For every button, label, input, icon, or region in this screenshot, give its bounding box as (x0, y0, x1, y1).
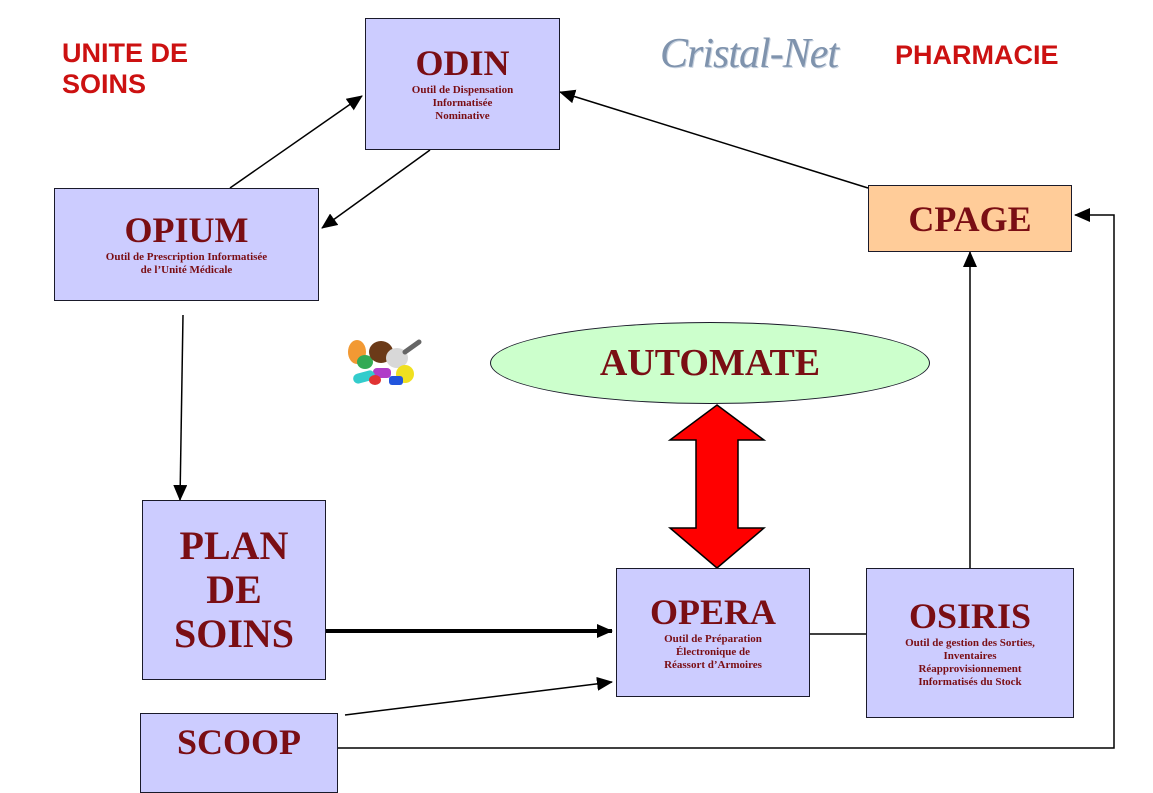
arrow-opium-to-odin (229, 95, 363, 189)
cristal-net-logo: Cristal-Net (660, 31, 839, 77)
scoop-title: SCOOP (176, 722, 301, 762)
pharmacy-label: PHARMACIE (895, 40, 1059, 70)
opium-box: OPIUM Outil de Prescription Informatisée… (54, 188, 319, 301)
arrow-scoop-to-opera (344, 676, 613, 716)
opera-title: OPERA (650, 591, 776, 632)
arrow-scoop-to-cpage (338, 208, 1115, 749)
osiris-title: OSIRIS (908, 595, 1032, 636)
cpage-box: CPAGE (868, 185, 1072, 252)
arrow-opium-to-plan (173, 314, 188, 501)
osiris-description: Outil de gestion des Sorties, Inventaire… (905, 636, 1035, 688)
double-arrow-automate-opera (667, 404, 767, 569)
osiris-box: OSIRIS Outil de gestion des Sorties, Inv… (866, 568, 1074, 718)
pills-icon (348, 339, 422, 385)
odin-description: Outil de Dispensation Informatisée Nomin… (411, 84, 514, 122)
arrow-cpage-to-odin (559, 89, 869, 189)
plan-de-soins-title: PLAN DE SOINS (173, 523, 295, 656)
automate-ellipse: AUTOMATE (490, 322, 930, 404)
opera-box: OPERA Outil de Préparation Électronique … (616, 568, 810, 697)
care-unit-label: UNITE DE SOINS (62, 38, 189, 99)
cpage-title: CPAGE (908, 198, 1032, 239)
odin-box: ODIN Outil de Dispensation Informatisée … (365, 18, 560, 150)
scoop-box: SCOOP (140, 713, 338, 793)
opium-title: OPIUM (124, 210, 249, 250)
automate-title: AUTOMATE (599, 342, 821, 384)
opium-description: Outil de Prescription Informatisée de l’… (105, 251, 268, 276)
arrow-odin-to-opium (321, 149, 431, 229)
odin-title: ODIN (415, 43, 510, 83)
opera-description: Outil de Préparation Électronique de Réa… (664, 632, 762, 671)
plan-de-soins-box: PLAN DE SOINS (142, 500, 326, 680)
